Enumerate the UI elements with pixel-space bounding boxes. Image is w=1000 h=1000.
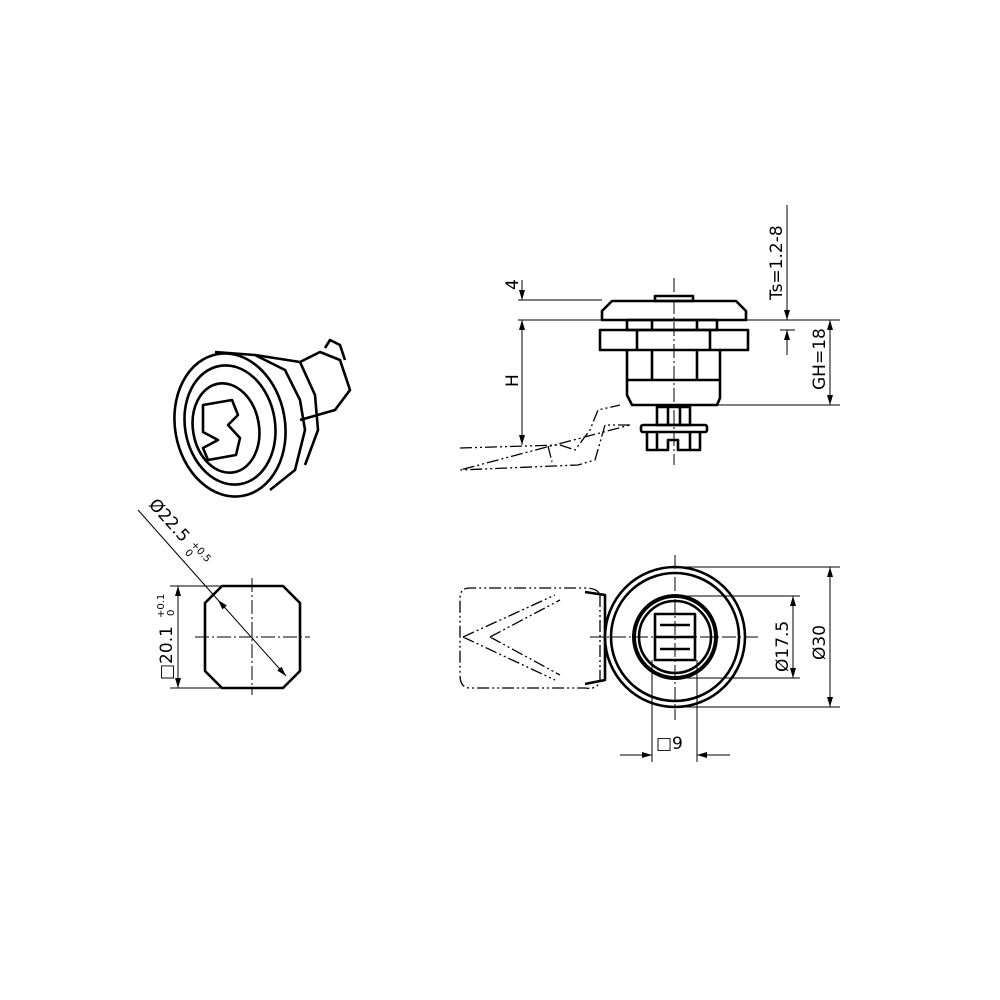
isometric-view xyxy=(173,338,352,498)
dim-h: H xyxy=(503,374,523,387)
dim-flange-height: 4 xyxy=(503,279,523,290)
dim-cutout-width-tol-upper: +0.1 xyxy=(156,594,167,618)
dim-grip-height: GH=18 xyxy=(810,328,830,390)
dim-panel-thickness: Ts=1.2-8 xyxy=(767,225,787,301)
dim-cutout-diameter-tol-lower: 0 xyxy=(182,548,194,560)
dim-cutout-diameter: Ø22.5 xyxy=(144,495,193,546)
panel-cutout-view: Ø22.5 +0.5 0 □20.1 +0.1 0 xyxy=(137,495,310,695)
dim-outer-diameter: Ø30 xyxy=(810,625,830,660)
dim-square-drive: □9 xyxy=(656,734,683,754)
front-view: Ø17.5 Ø30 □9 xyxy=(459,555,840,762)
dim-cutout-width: □20.1 xyxy=(157,626,177,680)
dim-cutout-width-tol-lower: 0 xyxy=(166,610,177,616)
side-view: 4 H Ts=1.2-8 GH=18 xyxy=(459,205,840,471)
dim-insert-diameter: Ø17.5 xyxy=(773,621,793,672)
